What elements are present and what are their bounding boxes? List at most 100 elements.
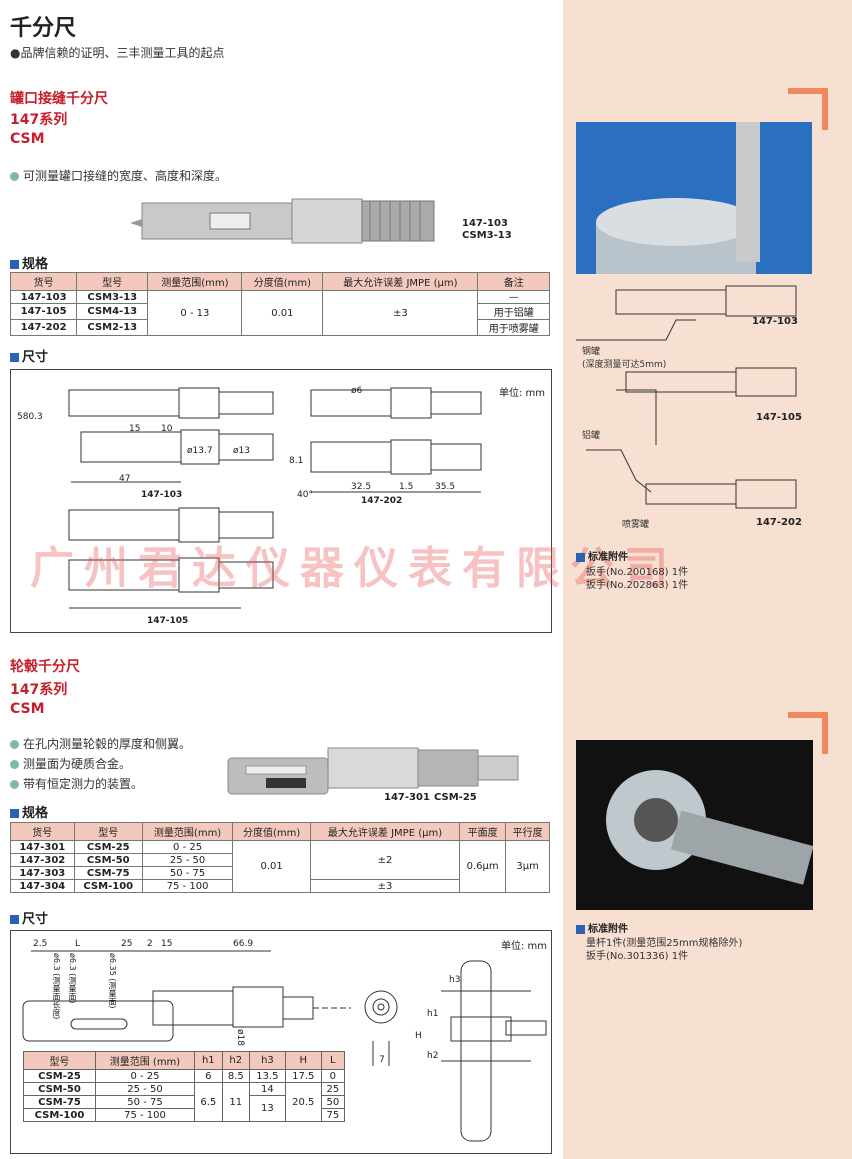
accessories-heading: 标准附件: [576, 548, 628, 563]
col-header: 测量范围 (mm): [94, 1051, 196, 1070]
hub-measurement-photo: [576, 740, 813, 910]
col-header: 型号: [76, 272, 149, 291]
section1-spec-heading: 规格: [10, 253, 48, 272]
square-bullet-icon: [10, 915, 19, 924]
col-header: 型号: [73, 822, 143, 841]
dim-value: ø6.3 (测量面长度): [52, 953, 61, 1020]
col-header: 平面度: [458, 822, 507, 841]
col-header: 测量范围(mm): [141, 822, 234, 841]
section2-bullet: 测量面为硬质合金。: [10, 755, 131, 772]
section1-code: CSM: [10, 131, 45, 147]
can-label: 铝罐: [582, 431, 601, 441]
dimension-drawing-svg: [22, 950, 547, 1142]
can-measurement-photo: [576, 122, 812, 274]
dim-value: 580.3: [17, 412, 43, 422]
dim-value: 40°: [297, 490, 313, 500]
col-header: 最大允许误差 JMPE (μm): [322, 272, 479, 291]
section1-bullet: 可测量罐口接缝的宽度、高度和深度。: [10, 167, 227, 184]
dim-value: 25: [121, 939, 133, 949]
product2-caption-code: 147-301: [384, 792, 430, 803]
hub-micrometer-image: [227, 747, 519, 795]
product1-caption-code: 147-103: [462, 218, 508, 229]
col-header: h2: [221, 1051, 251, 1070]
watermark: 广州君达仪器仪表有限公司: [30, 543, 678, 594]
section2-bullet: 带有恒定测力的装置。: [10, 775, 143, 792]
dim-value: 47: [119, 474, 131, 484]
can-label: 喷雾罐: [622, 520, 650, 530]
section2-spec-table: 货号 型号 测量范围(mm) 分度值(mm) 最大允许误差 JMPE (μm) …: [10, 822, 550, 893]
square-bullet-icon: [10, 260, 19, 269]
dim-value: 8.1: [289, 456, 304, 466]
dim-value: 15: [129, 424, 141, 434]
accessory-item: 量杆1件(测量范围25mm规格除外): [586, 938, 743, 949]
dim-value: h2: [427, 1051, 439, 1061]
dim-value: h3: [449, 975, 461, 985]
bullet-dot-icon: [10, 172, 19, 181]
unit-label: 单位: mm: [501, 941, 548, 952]
dim-value: 1.5: [399, 482, 414, 492]
can-label: 钢罐 (深度测量可达5mm): [582, 347, 667, 370]
corner-decoration: [788, 88, 828, 130]
dim-value: ø6: [351, 386, 363, 396]
dim-value: 35.5: [435, 482, 456, 492]
dim-value: 15: [161, 939, 173, 949]
col-header: 分度值(mm): [232, 822, 312, 841]
accessories-heading: 标准附件: [576, 920, 628, 935]
square-bullet-icon: [576, 924, 585, 934]
col-header: h3: [249, 1051, 286, 1070]
square-bullet-icon: [576, 552, 585, 562]
col-header: H: [284, 1051, 322, 1070]
dim-value: ø6.3 (测量面): [68, 953, 77, 1004]
accessory-item: 扳手(No.202863) 1件: [586, 580, 689, 591]
col-header: 平行度: [505, 822, 550, 841]
section1-dimension-drawing: 单位: mm 147-103 147-202 147-105 580.3 15 …: [10, 369, 552, 633]
product1-caption-model: CSM3-13: [462, 230, 512, 241]
col-header: h1: [194, 1051, 223, 1070]
corner-decoration: [788, 712, 828, 754]
dim-value: 10: [161, 424, 173, 434]
bullet-dot-icon: [10, 780, 19, 789]
can-seam-micrometer-image: [130, 198, 435, 244]
dim-value: ø13.7: [187, 446, 213, 456]
col-header: 分度值(mm): [241, 272, 324, 291]
section1-name: 罐口接缝千分尺: [10, 91, 108, 107]
col-header: 货号: [9, 272, 78, 291]
section2-series: 147系列: [10, 682, 68, 698]
col-header: 型号: [23, 1051, 96, 1070]
drawing-label: 147-103: [141, 490, 183, 500]
product2-caption-model: CSM-25: [434, 792, 477, 803]
can-diagrams: [576, 285, 797, 509]
section2-dimension-drawing: 单位: mm 2.5 L 25 2 15 66.9 ø6.3 (测量面长度) ø…: [10, 930, 552, 1154]
dim-value: 66.9: [233, 939, 254, 949]
section2-spec-heading: 规格: [10, 802, 48, 821]
dim-value: h1: [427, 1009, 439, 1019]
drawing-label: 147-202: [361, 496, 403, 506]
dim-value: 2.5: [33, 939, 48, 949]
dim-value: ø18: [235, 1029, 245, 1046]
dim-value: 2: [147, 939, 153, 949]
diagram-label: 147-202: [756, 517, 802, 528]
unit-label: 单位: mm: [499, 388, 546, 399]
col-header: L: [320, 1051, 346, 1070]
dim-value: L: [75, 939, 81, 949]
col-header: 备注: [477, 272, 550, 291]
dim-value: 7: [379, 1055, 385, 1065]
diagram-label: 147-105: [756, 412, 802, 423]
diagram-label: 147-103: [752, 316, 798, 327]
accessory-item: 扳手(No.200168) 1件: [586, 567, 689, 578]
section2-bullet: 在孔内测量轮毂的厚度和侧翼。: [10, 735, 191, 752]
accessory-item: 扳手(No.301336) 1件: [586, 951, 689, 962]
section2-dim-heading: 尺寸: [10, 908, 48, 927]
col-header: 测量范围(mm): [147, 272, 243, 291]
dim-value: 32.5: [351, 482, 372, 492]
col-header: 最大允许误差 JMPE (μm): [310, 822, 460, 841]
square-bullet-icon: [10, 809, 19, 818]
section1-spec-table: 货号 型号 测量范围(mm) 分度值(mm) 最大允许误差 JMPE (μm) …: [9, 272, 550, 336]
